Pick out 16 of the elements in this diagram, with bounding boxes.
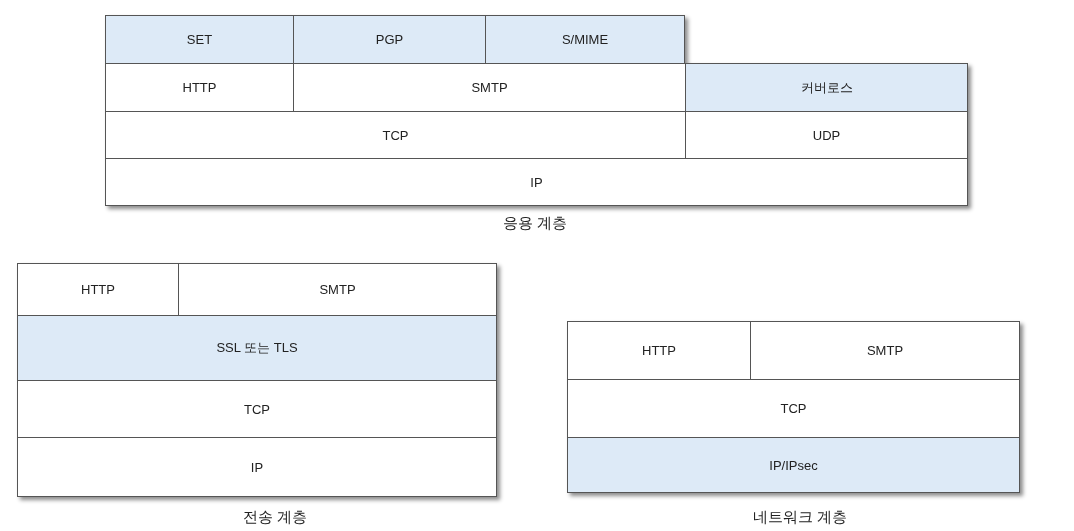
- protocol-layer-cell: IP: [105, 158, 968, 206]
- protocol-layer-cell: IP: [17, 437, 497, 497]
- protocol-layer-cell: S/MIME: [485, 15, 685, 64]
- protocol-layer-cell: SMTP: [750, 321, 1020, 380]
- protocol-layer-cell: IP/IPsec: [567, 437, 1020, 493]
- protocol-layer-cell: TCP: [567, 379, 1020, 438]
- stack-caption: 응용 계층: [502, 214, 568, 233]
- protocol-layer-cell: HTTP: [567, 321, 751, 380]
- protocol-layer-cell: SMTP: [178, 263, 497, 316]
- protocol-layer-cell: HTTP: [17, 263, 179, 316]
- protocol-layer-cell: SET: [105, 15, 294, 64]
- protocol-layer-cell: 커버로스: [685, 63, 968, 112]
- protocol-layer-cell: PGP: [293, 15, 486, 64]
- protocol-layer-cell: TCP: [17, 380, 497, 438]
- stack-caption: 네트워크 계층: [752, 508, 848, 527]
- protocol-layer-cell: SSL 또는 TLS: [17, 315, 497, 381]
